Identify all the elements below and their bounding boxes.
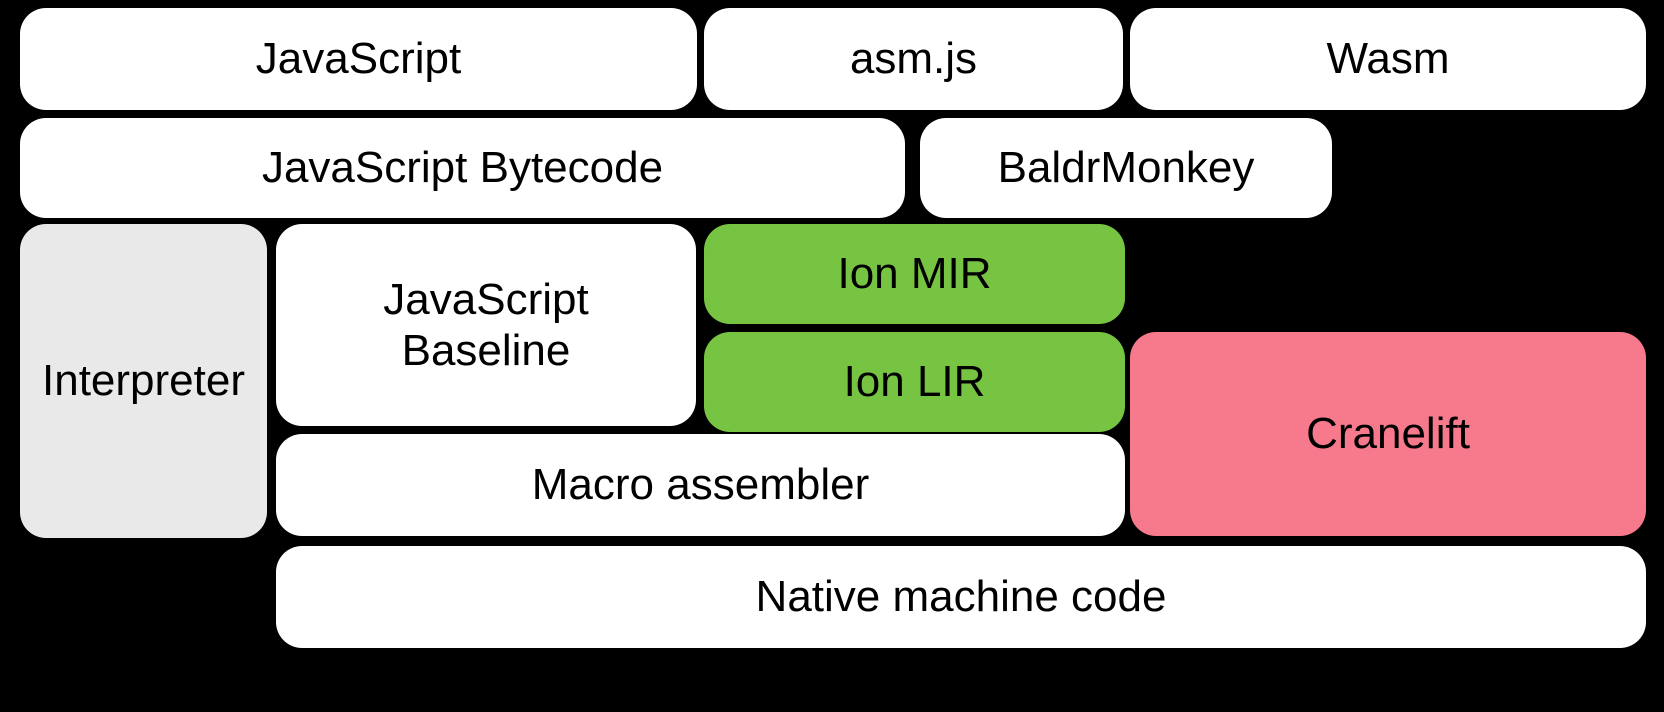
node-native-machine-code[interactable]: Native machine code bbox=[276, 546, 1646, 648]
node-asmjs-label: asm.js bbox=[849, 34, 978, 84]
node-interpreter-label: Interpreter bbox=[42, 356, 245, 406]
node-javascript-baseline-label: JavaScript Baseline bbox=[383, 274, 589, 375]
node-macro-assembler-label: Macro assembler bbox=[531, 460, 870, 510]
node-ion-lir[interactable]: Ion LIR bbox=[704, 332, 1125, 432]
node-cranelift-label: Cranelift bbox=[1306, 409, 1470, 459]
node-ion-mir[interactable]: Ion MIR bbox=[704, 224, 1125, 324]
node-asmjs[interactable]: asm.js bbox=[704, 8, 1123, 110]
node-ion-lir-label: Ion LIR bbox=[843, 357, 986, 407]
node-wasm-label: Wasm bbox=[1326, 34, 1450, 84]
node-javascript[interactable]: JavaScript bbox=[20, 8, 697, 110]
node-macro-assembler[interactable]: Macro assembler bbox=[276, 434, 1125, 536]
node-ion-mir-label: Ion MIR bbox=[837, 249, 992, 299]
node-javascript-bytecode[interactable]: JavaScript Bytecode bbox=[20, 118, 905, 218]
node-javascript-label: JavaScript bbox=[255, 34, 462, 84]
node-baldrmonkey-label: BaldrMonkey bbox=[997, 143, 1255, 193]
node-native-machine-code-label: Native machine code bbox=[755, 572, 1167, 622]
node-javascript-baseline[interactable]: JavaScript Baseline bbox=[276, 224, 696, 426]
node-wasm[interactable]: Wasm bbox=[1130, 8, 1646, 110]
node-baldrmonkey[interactable]: BaldrMonkey bbox=[920, 118, 1332, 218]
node-cranelift[interactable]: Cranelift bbox=[1130, 332, 1646, 536]
node-javascript-bytecode-label: JavaScript Bytecode bbox=[261, 143, 664, 193]
node-interpreter[interactable]: Interpreter bbox=[20, 224, 267, 538]
